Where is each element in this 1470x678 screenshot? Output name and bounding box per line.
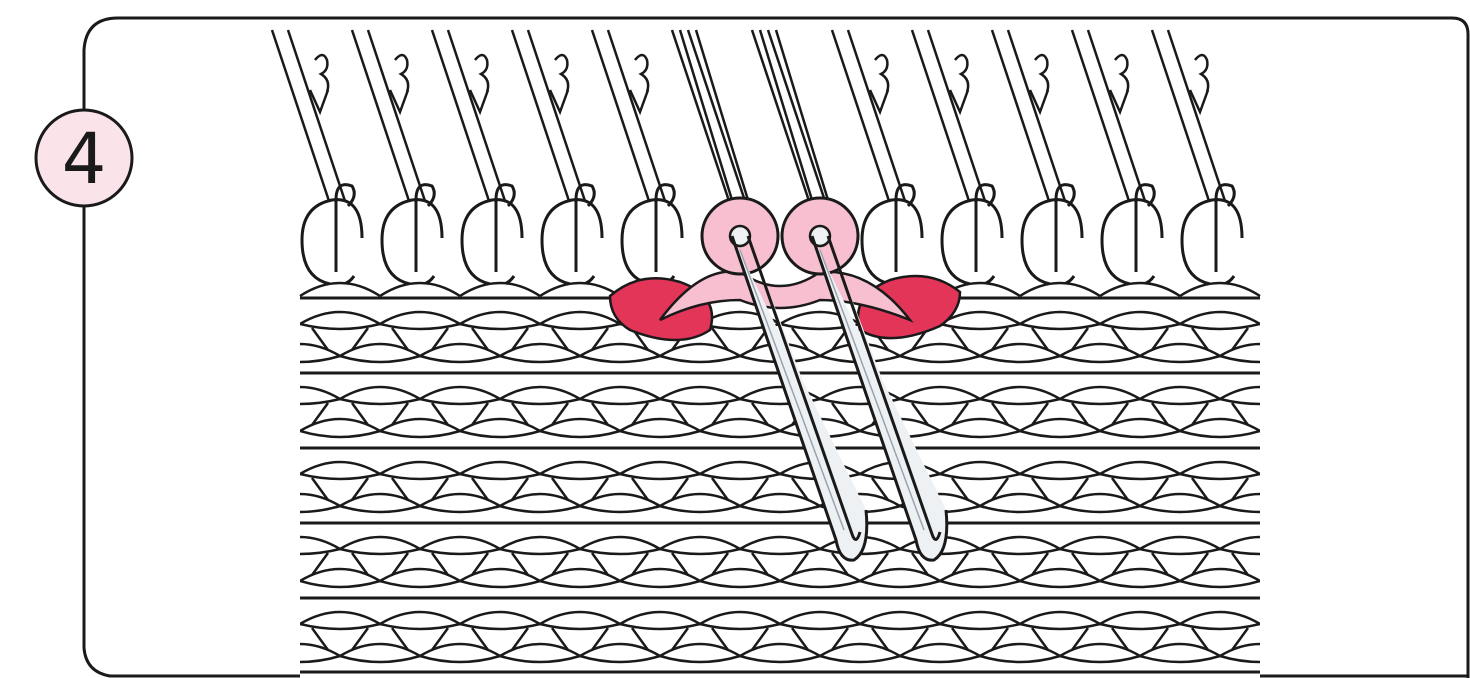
held-loop bbox=[940, 185, 1020, 296]
needle bbox=[912, 30, 988, 210]
stitch-leg bbox=[1272, 328, 1328, 350]
needle-shaft-line bbox=[688, 30, 748, 210]
loop-body bbox=[542, 200, 602, 285]
purl-bump-lower bbox=[1300, 344, 1380, 362]
stitch-leg bbox=[232, 628, 288, 650]
needle bbox=[432, 30, 508, 210]
stitch-leg bbox=[1312, 403, 1368, 425]
tool-handle-line bbox=[776, 30, 828, 200]
needle-shaft-line bbox=[512, 30, 572, 210]
stitch-leg bbox=[1272, 628, 1328, 650]
needle bbox=[992, 30, 1068, 210]
purl-bump-upper bbox=[1260, 612, 1340, 629]
needle bbox=[512, 30, 588, 210]
needle bbox=[272, 30, 348, 210]
stitch-leg bbox=[1312, 553, 1368, 575]
purl-bump-lower bbox=[1340, 419, 1420, 437]
needle-shaft-line bbox=[832, 30, 892, 210]
tool-handle-line bbox=[760, 30, 812, 200]
held-loop bbox=[300, 185, 380, 296]
purl-bump-upper bbox=[1300, 537, 1380, 554]
needle-shaft-line bbox=[912, 30, 972, 210]
needle-shaft-line bbox=[352, 30, 412, 210]
needle bbox=[752, 30, 828, 210]
step-number: 4 bbox=[62, 118, 107, 200]
loop-body bbox=[622, 200, 682, 285]
stitch-leg bbox=[232, 328, 288, 350]
purl-bump-upper bbox=[220, 312, 300, 329]
needle-shaft-line bbox=[1152, 30, 1212, 210]
needle-shaft-line bbox=[272, 30, 332, 210]
needle-shaft-line bbox=[592, 30, 652, 210]
held-loop bbox=[380, 185, 460, 296]
purl-bump-upper bbox=[220, 612, 300, 629]
held-loop bbox=[540, 185, 620, 296]
purl-bump-upper bbox=[1260, 462, 1340, 479]
purl-bump-lower bbox=[1260, 569, 1340, 587]
purl-bump-lower bbox=[1300, 644, 1380, 662]
needle-shaft-line bbox=[768, 30, 828, 210]
needle bbox=[592, 30, 668, 210]
loop-body bbox=[942, 200, 1002, 285]
purl-stitch bbox=[1260, 612, 1380, 662]
loop-body bbox=[1022, 200, 1082, 285]
purl-bump-lower bbox=[1300, 494, 1380, 512]
loop-body bbox=[382, 200, 442, 285]
purl-stitch bbox=[1260, 462, 1380, 512]
loop-body bbox=[862, 200, 922, 285]
loop-body bbox=[1102, 200, 1162, 285]
needle-shaft-line bbox=[992, 30, 1052, 210]
purl-bump-upper bbox=[1300, 387, 1380, 404]
needle bbox=[672, 30, 748, 210]
loop-base bbox=[540, 283, 620, 296]
purl-stitch bbox=[1300, 387, 1420, 437]
purl-stitch bbox=[1260, 312, 1380, 362]
needle bbox=[1072, 30, 1148, 210]
loop-base bbox=[1180, 283, 1260, 296]
needle bbox=[352, 30, 428, 210]
needle-shaft-line bbox=[432, 30, 492, 210]
loop-base bbox=[1020, 283, 1100, 296]
loop-base bbox=[1100, 283, 1180, 296]
purl-stitch bbox=[1300, 537, 1420, 587]
needle bbox=[1152, 30, 1228, 210]
step-badge: 4 bbox=[36, 110, 132, 206]
needle-shafts bbox=[272, 30, 1228, 210]
loop-base bbox=[380, 283, 460, 296]
held-loop bbox=[1100, 185, 1180, 296]
loop-body bbox=[1182, 200, 1242, 285]
loop-body bbox=[462, 200, 522, 285]
loop-base bbox=[300, 283, 380, 296]
purl-bump-upper bbox=[220, 462, 300, 479]
purl-bump-lower bbox=[1260, 419, 1340, 437]
held-loop bbox=[460, 185, 540, 296]
loop-base bbox=[460, 283, 540, 296]
stitch-leg bbox=[232, 478, 288, 500]
purl-bump-upper bbox=[1260, 312, 1340, 329]
needle-shaft-line bbox=[1072, 30, 1132, 210]
purl-bump-lower bbox=[1340, 569, 1420, 587]
held-loop bbox=[1020, 185, 1100, 296]
tool-handle-line bbox=[680, 30, 732, 200]
stitch-leg bbox=[1272, 478, 1328, 500]
stitch-loops-row bbox=[300, 185, 1260, 296]
loop-body bbox=[302, 200, 362, 285]
held-loop bbox=[1180, 185, 1260, 296]
needle bbox=[832, 30, 908, 210]
tool-handle-line bbox=[696, 30, 748, 200]
